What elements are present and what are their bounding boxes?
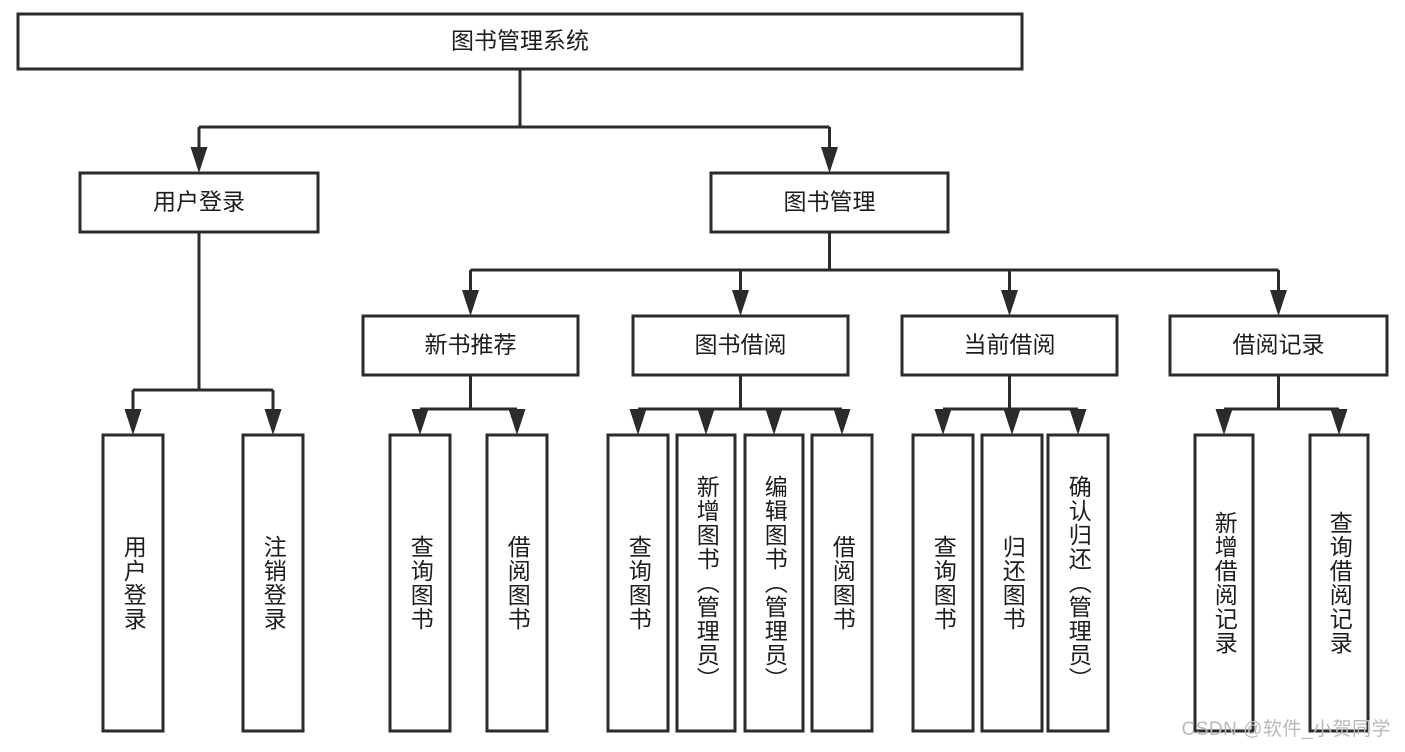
- connector-group: [1215, 375, 1348, 435]
- connector-arrow: [264, 390, 282, 435]
- node-leaf-query-book-borrow[interactable]: [606, 433, 670, 733]
- node-leaf-add-borrow-record[interactable]: [1193, 433, 1255, 733]
- connector-arrow: [765, 409, 783, 435]
- connector-arrow: [124, 390, 142, 435]
- node-leaf-confirm-return-admin[interactable]: [1046, 433, 1110, 733]
- node-user-login[interactable]: 用户登录: [78, 171, 320, 234]
- connector-group: [190, 69, 838, 173]
- node-leaf-borrow-book-new[interactable]: [485, 433, 549, 733]
- node-leaf-borrow-book[interactable]: [810, 433, 874, 733]
- node-current-borrow[interactable]: 当前借阅: [900, 314, 1119, 377]
- connector-arrow: [190, 127, 208, 173]
- node-leaf-query-borrow-record[interactable]: [1308, 433, 1370, 733]
- node-leaf-add-book-admin[interactable]: [675, 433, 737, 733]
- node-label: 当前借阅: [964, 332, 1056, 358]
- connector-arrow: [629, 409, 647, 435]
- node-label: 新书推荐: [425, 332, 517, 358]
- connector-arrow: [1215, 409, 1233, 435]
- node-borrow-record[interactable]: 借阅记录: [1168, 314, 1389, 377]
- connector-arrow: [508, 409, 526, 435]
- connector-arrow: [1270, 270, 1287, 316]
- connector-arrow: [697, 409, 715, 435]
- connector-arrow: [934, 409, 952, 435]
- node-label: 图书借阅: [695, 332, 787, 358]
- node-book-borrow[interactable]: 图书借阅: [631, 314, 850, 377]
- connector-arrow: [1069, 409, 1087, 435]
- connector-arrow: [732, 270, 749, 316]
- connector-arrow: [462, 270, 479, 316]
- node-leaf-user-login[interactable]: [101, 433, 165, 733]
- node-book-management[interactable]: 图书管理: [709, 171, 950, 234]
- node-label: 用户登录: [153, 189, 245, 215]
- connector-group: [462, 232, 1287, 316]
- node-leaf-query-book-current[interactable]: [911, 433, 975, 733]
- connectors: [124, 69, 1348, 435]
- connector-arrow: [1003, 409, 1021, 435]
- node-leaf-return-book[interactable]: [980, 433, 1044, 733]
- node-label: 图书管理系统: [451, 28, 589, 54]
- connector-group: [411, 375, 526, 435]
- node-leaf-query-book-new[interactable]: [388, 433, 452, 733]
- connector-arrow: [1330, 409, 1348, 435]
- node-root[interactable]: 图书管理系统: [16, 12, 1024, 71]
- connector-group: [934, 375, 1087, 435]
- connector-group: [629, 375, 851, 435]
- connector-arrow: [1001, 270, 1018, 316]
- csdn-watermark: CSDN @软件_小贺同学: [1181, 719, 1391, 740]
- connector-arrow: [833, 409, 851, 435]
- connector-group: [124, 232, 282, 435]
- node-label: 借阅记录: [1233, 332, 1325, 358]
- node-label: 图书管理: [784, 189, 876, 215]
- connector-arrow: [821, 127, 838, 173]
- node-leaf-logout[interactable]: [241, 433, 305, 733]
- node-new-book-recommend[interactable]: 新书推荐: [361, 314, 580, 377]
- connector-arrow: [411, 409, 429, 435]
- node-leaf-edit-book-admin[interactable]: [743, 433, 805, 733]
